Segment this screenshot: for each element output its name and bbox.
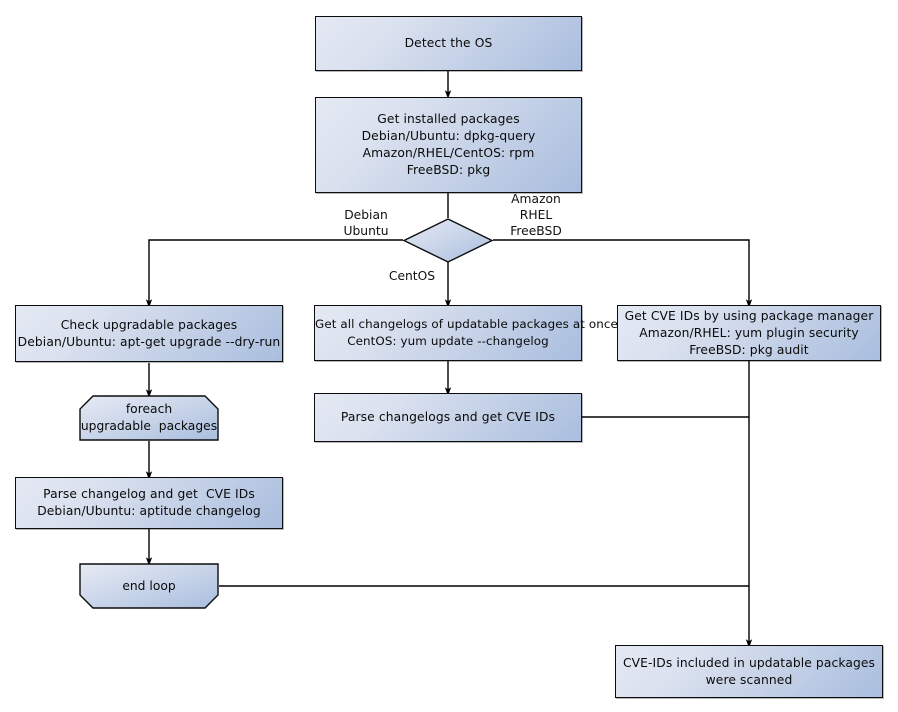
node-parse-changelogs-center-label: Parse changelogs and get CVE IDs xyxy=(340,410,556,424)
node-get-installed-packages-label: Get installed packages Debian/Ubuntu: dp… xyxy=(361,112,536,177)
node-foreach-upgradable-packages[interactable]: foreach upgradable packages xyxy=(79,395,219,441)
end-loop-shape xyxy=(79,563,219,609)
node-get-all-changelogs-label: Get all changelogs of updatable packages… xyxy=(315,317,618,348)
edge-label-centos: CentOS xyxy=(388,269,436,283)
edge-label-amazon-rhel-freebsd: Amazon RHEL FreeBSD xyxy=(510,192,562,238)
edge-decision-to-cveids xyxy=(493,239,753,308)
node-parse-changelog-left[interactable]: Parse changelog and get CVE IDs Debian/U… xyxy=(15,477,283,529)
node-end-loop-label: end loop xyxy=(122,578,176,593)
node-cve-ids-scanned[interactable]: CVE-IDs included in updatable packages w… xyxy=(615,645,883,698)
node-check-upgradable-packages-label: Check upgradable packages Debian/Ubuntu:… xyxy=(17,317,281,349)
foreach-loop-shape xyxy=(79,395,219,441)
node-get-all-changelogs[interactable]: Get all changelogs of updatable packages… xyxy=(314,305,618,361)
node-check-upgradable-packages[interactable]: Check upgradable packages Debian/Ubuntu:… xyxy=(15,305,283,362)
node-detect-the-os[interactable]: Detect the OS xyxy=(315,16,582,71)
node-end-loop[interactable]: end loop xyxy=(79,563,219,609)
edge-label-debian-ubuntu: Debian Ubuntu xyxy=(343,208,389,238)
node-os-decision[interactable] xyxy=(402,218,494,263)
os-decision-shape xyxy=(402,218,494,263)
edge-decision-to-check-upgradable xyxy=(145,239,403,308)
node-parse-changelog-left-label: Parse changelog and get CVE IDs Debian/U… xyxy=(37,487,261,518)
node-get-cve-ids-package-manager-label: Get CVE IDs by using package manager Ama… xyxy=(624,308,874,357)
node-get-installed-packages[interactable]: Get installed packages Debian/Ubuntu: dp… xyxy=(315,97,582,193)
node-cve-ids-scanned-label: CVE-IDs included in updatable packages w… xyxy=(622,655,876,687)
node-parse-changelogs-center[interactable]: Parse changelogs and get CVE IDs xyxy=(314,393,582,442)
node-get-cve-ids-package-manager[interactable]: Get CVE IDs by using package manager Ama… xyxy=(617,305,881,361)
node-detect-the-os-label: Detect the OS xyxy=(404,36,493,50)
node-foreach-upgradable-packages-label: foreach upgradable packages xyxy=(80,402,218,433)
